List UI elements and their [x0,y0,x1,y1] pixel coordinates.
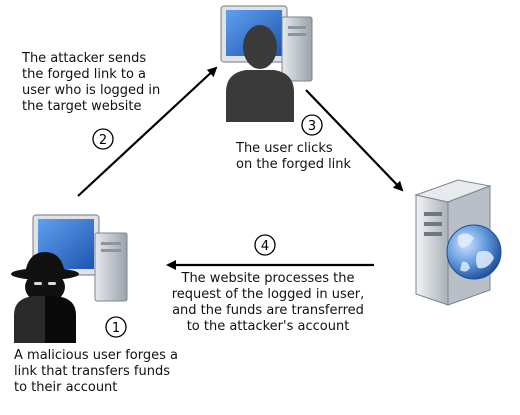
step-2-marker: 2 [92,128,114,150]
step-1-marker: 1 [105,316,127,338]
arrow-user-to-server [305,89,404,192]
step-3-number: 3 [308,119,316,134]
user-computer-icon [220,5,313,122]
step-1-number: 1 [112,321,120,336]
step-2-caption: The attacker sends the forged link to a … [22,51,161,114]
step-1-caption: A malicious user forges a link that tran… [14,348,178,395]
arrow-attacker-to-user [77,66,218,197]
step-2-number: 2 [99,133,107,148]
step-4-number: 4 [261,239,269,254]
flow-arrows [77,66,404,270]
step-4-caption: The website processes the request of the… [171,271,365,334]
step-3-marker: 3 [301,114,323,136]
attacker-computer-icon [11,214,128,343]
web-server-icon [414,179,502,306]
step-3-caption: The user clicks on the forged link [236,141,352,172]
step-4-marker: 4 [254,234,276,256]
